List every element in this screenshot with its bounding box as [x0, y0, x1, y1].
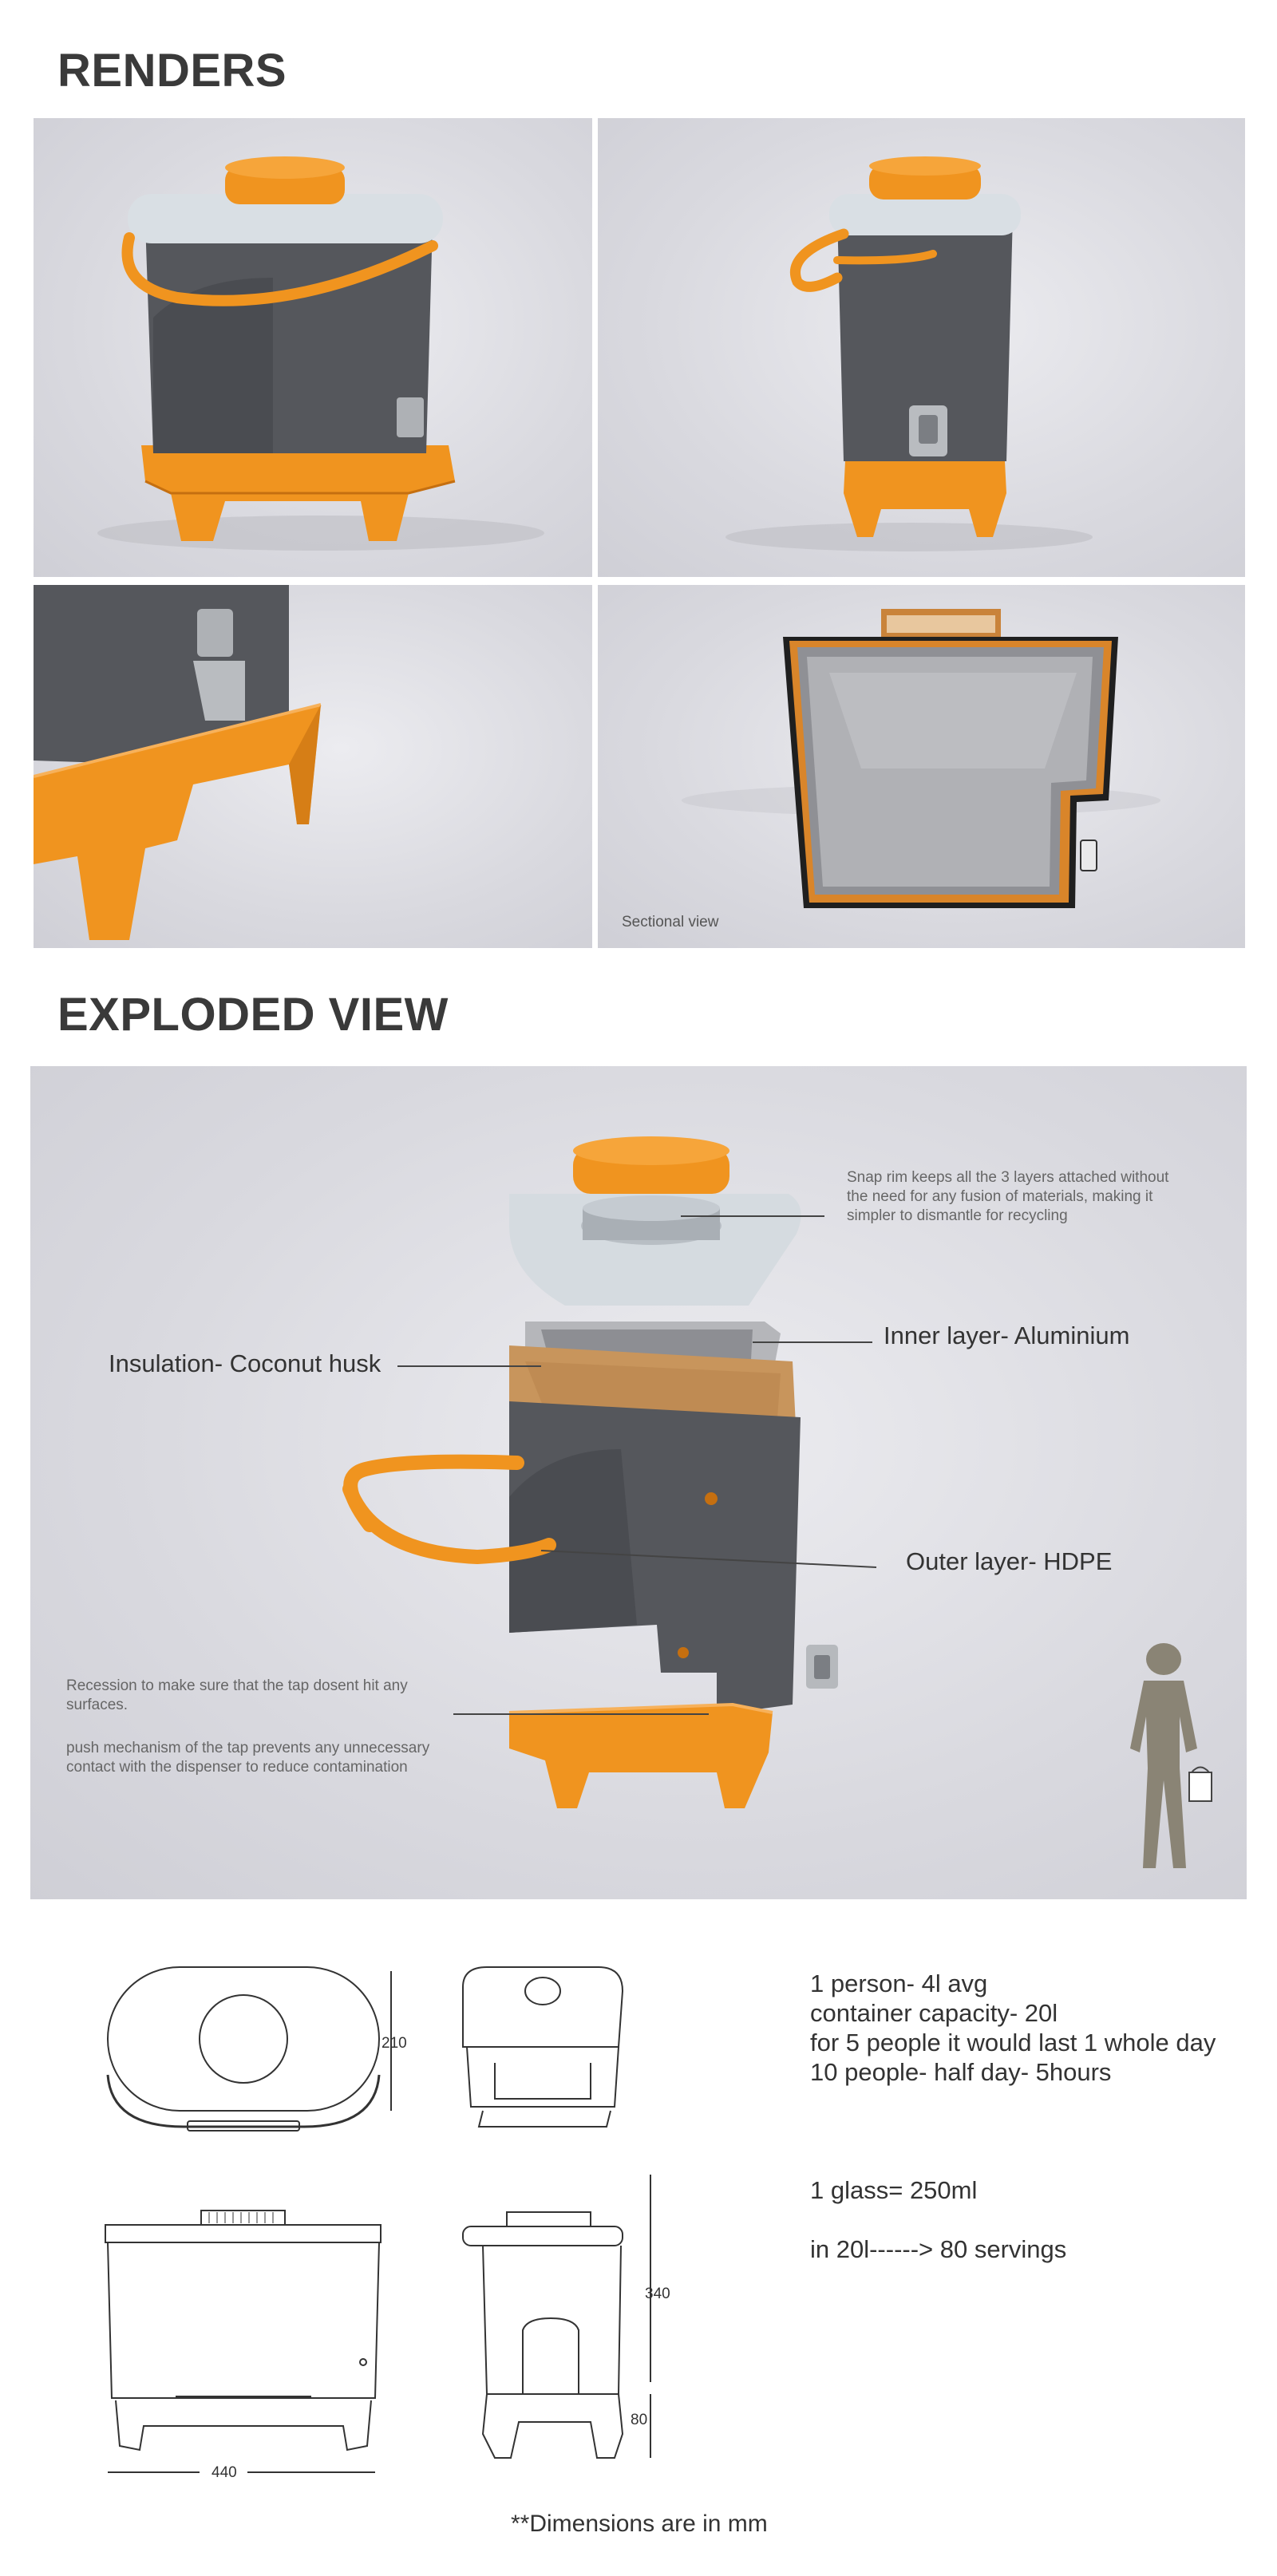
recession-line-1: Recession to make sure that the tap dose…: [66, 1677, 408, 1694]
dispenser-exploded-illustration: [342, 1136, 1212, 1868]
dispenser-section-image: [682, 609, 1160, 908]
push-mechanism-callout: push mechanism of the tap prevents any u…: [66, 1739, 429, 1777]
stand-height-dimension: 80: [631, 2412, 648, 2428]
width-dimension: 440: [212, 2464, 237, 2481]
recession-callout: Recession to make sure that the tap dose…: [66, 1677, 408, 1715]
dispenser-closeup-image: [34, 585, 322, 940]
sectional-view-caption: Sectional view: [622, 914, 719, 930]
body-height-dimension: 340: [645, 2286, 670, 2302]
snap-rim-callout: Snap rim keeps all the 3 layers attached…: [847, 1168, 1168, 1226]
render-sectional-view: Sectional view: [598, 585, 1245, 948]
spec-line-1: 1 person- 4l avg: [810, 1970, 988, 1997]
exploded-view-heading: EXPLODED VIEW: [57, 989, 449, 1041]
technical-drawings: [105, 1966, 651, 2473]
render-front-view: [598, 118, 1245, 577]
dimensions-note: **Dimensions are in mm: [511, 2511, 768, 2537]
dispenser-front-image: [725, 156, 1093, 551]
push-mechanism-line-2: contact with the dispenser to reduce con…: [66, 1759, 408, 1776]
spec-line-4: 10 people- half day- 5hours: [810, 2058, 1112, 2086]
top-view-outline: [107, 1966, 380, 2112]
snap-rim-line-1: Snap rim keeps all the 3 layers attached…: [847, 1169, 1169, 1186]
depth-dimension: 210: [382, 2035, 407, 2052]
inner-layer-callout: Inner layer- Aluminium: [884, 1322, 1130, 1349]
render-closeup-view: [34, 585, 592, 948]
push-mechanism-line-1: push mechanism of the tap prevents any u…: [66, 1740, 430, 1756]
renders-heading: RENDERS: [57, 45, 287, 97]
snap-rim-line-3: simpler to dismantle for recycling: [847, 1207, 1068, 1224]
capacity-specs: 1 person- 4l avg container capacity- 20l…: [810, 1969, 1216, 2087]
spec-line-2: container capacity- 20l: [810, 1999, 1058, 2027]
exploded-view-image: Snap rim keeps all the 3 layers attached…: [30, 1066, 1247, 1899]
insulation-callout: Insulation- Coconut husk: [109, 1349, 382, 1377]
render-perspective-view: [34, 118, 592, 577]
outer-layer-callout: Outer layer- HDPE: [906, 1547, 1113, 1575]
dispenser-perspective-image: [97, 156, 544, 551]
recession-line-2: surfaces.: [66, 1697, 128, 1713]
spec-line-3: for 5 people it would last 1 whole day: [810, 2029, 1216, 2056]
snap-rim-line-2: the need for any fusion of materials, ma…: [847, 1188, 1153, 1205]
glass-spec: 1 glass= 250ml: [810, 2176, 978, 2204]
servings-spec: in 20l------> 80 servings: [810, 2235, 1067, 2263]
